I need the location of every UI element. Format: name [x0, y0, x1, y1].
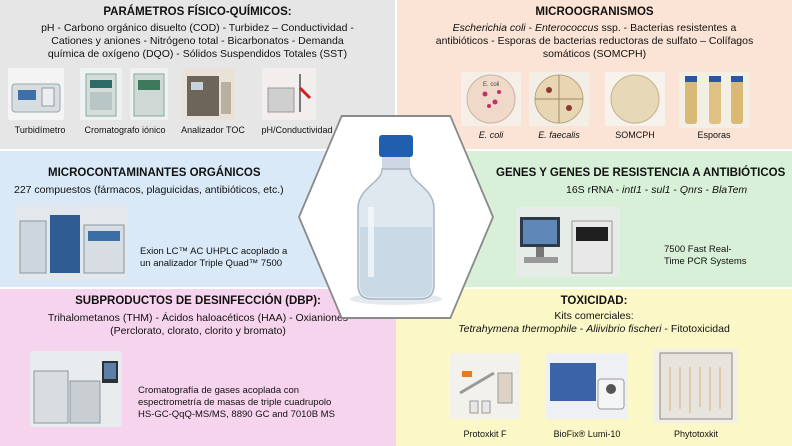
physchem-line-2: Cationes y aniones - Nitrógeno total - B… [51, 35, 344, 47]
micro-sep: - [525, 22, 535, 34]
uhplc-label-1: Exion LC™ AC UHPLC acoplado a [140, 246, 288, 257]
gene-sep-1: - [641, 184, 652, 196]
turbidimeter-photo [8, 68, 64, 120]
physchem-panel: PARÁMETROS FÍSICO-QUÍMICOS: pH - Carbono… [0, 0, 395, 149]
caption-toc-analyzer: Analizador TOC [181, 125, 245, 135]
aliivibrio-text: Aliivibrio fischeri [586, 323, 662, 335]
gcms-label-3: HS-GC-QqQ-MS/MS, 8890 GC and 7010B MS [138, 409, 335, 420]
caption-ph-conductivity: pH/Conductividad [261, 125, 333, 135]
caption-protoxkit: Protoxkit F [463, 429, 507, 439]
gc-ms-photo [30, 351, 122, 427]
gene-16s: 16S rRNA - [566, 184, 623, 196]
gene-inti1: intI1 [622, 184, 642, 196]
gene-blatem: BlaTem [711, 184, 748, 196]
dbp-panel: SUBPRODUCTOS DE DESINFECCIÓN (DBP): Trih… [0, 289, 396, 446]
micro-rest: ssp. - Bacterias resistentes a [598, 22, 737, 34]
tox-title: TOXICIDAD: [560, 295, 628, 307]
toc-analyzer-photo [183, 68, 235, 120]
biofix-lumi-photo [546, 353, 628, 419]
physchem-title: PARÁMETROS FÍSICO-QUÍMICOS: [103, 6, 292, 18]
organic-title: MICROCONTAMINANTES ORGÁNICOS [48, 167, 261, 179]
micro-title: MICROOGRANISMOS [535, 6, 654, 18]
phytotoxkit-photo [654, 349, 738, 423]
enterococcus-text: Enterococcus [534, 22, 599, 34]
ecoli-plate-photo: E. coli [461, 72, 521, 126]
ecoli-text: Escherichia coli [452, 22, 526, 34]
caption-efaecalis: E. faecalis [538, 130, 580, 140]
caption-biofix: BioFix® Lumi-10 [553, 429, 621, 439]
water-bottle-image [350, 135, 442, 305]
micro-line-1: Escherichia coli - Enterococcus ssp. - B… [403, 22, 786, 35]
uhplc-label-2: un analizador Triple Quad™ 7500 [140, 258, 283, 269]
gene-qnrs: Qnrs [679, 184, 703, 196]
caption-somcph: SOMCPH [615, 130, 655, 140]
gcms-label-2: espectrometría de masas de triple cuadru… [138, 397, 332, 408]
pcr-system-photo [516, 207, 620, 277]
somcph-plate-photo [605, 72, 665, 126]
tetrahymena-text: Tetrahymena thermophile [458, 323, 577, 335]
pcr-label-2: Time PCR Systems [664, 256, 747, 267]
gene-sul1: sul1 [651, 184, 671, 196]
gene-sep-3: - [702, 184, 712, 196]
spores-tubes-photo [679, 72, 749, 128]
ion-chromatograph-photo [80, 68, 122, 120]
caption-turbidimeter: Turbidímetro [14, 125, 66, 135]
organic-line-1: 227 compuestos (fármacos, plaguicidas, a… [14, 184, 284, 196]
dbp-title: SUBPRODUCTOS DE DESINFECCIÓN (DBP): [75, 295, 321, 307]
efaecalis-plate-photo [529, 72, 589, 126]
caption-spores: Esporas [697, 130, 731, 140]
center-hexagon [300, 117, 492, 317]
tox-rest: - Fitotoxicidad [661, 323, 730, 335]
uhplc-photo [16, 205, 128, 279]
tox-line-2: Tetrahymena thermophile - Aliivibrio fis… [402, 323, 786, 336]
dbp-line-1: Trihalometanos (THM) - Ácidos haloacétic… [47, 312, 349, 324]
tox-panel: TOXICIDAD: Kits comerciales: Tetrahymena… [396, 289, 792, 446]
genes-line: 16S rRNA - intI1 - sul1 - Qnrs - BlaTem [566, 184, 786, 197]
ph-meter-photo [262, 68, 316, 120]
tox-line-1: Kits comerciales: [554, 310, 634, 322]
plate-label: E. coli [483, 82, 499, 88]
gene-sep-2: - [670, 184, 680, 196]
ion-chromatograph-photo-2 [130, 68, 168, 120]
micro-line-3: somáticos (SOMCPH) [542, 48, 647, 60]
genes-title: GENES Y GENES DE RESISTENCIA A ANTIBIÓTI… [496, 167, 786, 179]
dbp-line-2: (Perclorato, clorato, clorito y bromato) [110, 325, 286, 337]
physchem-line-3: química de oxígeno (DQO) - Sólidos Suspe… [47, 48, 348, 60]
physchem-line-1: pH - Carbono orgánico disuelto (COD) - T… [41, 22, 354, 34]
micro-line-2: antibióticos - Esporas de bacterias redu… [435, 35, 754, 47]
caption-ecoli: E. coli [478, 130, 504, 140]
micro-panel: MICROOGRANISMOS Escherichia coli - Enter… [397, 0, 792, 149]
protoxkit-photo [450, 353, 520, 419]
tox-sep: - [576, 323, 587, 335]
caption-phytotoxkit: Phytotoxkit [673, 429, 719, 439]
caption-ion-chromatograph: Cromatografo iónico [84, 125, 166, 135]
pcr-label-1: 7500 Fast Real- [664, 244, 732, 255]
gcms-label-1: Cromatografía de gases acoplada con [138, 385, 300, 396]
